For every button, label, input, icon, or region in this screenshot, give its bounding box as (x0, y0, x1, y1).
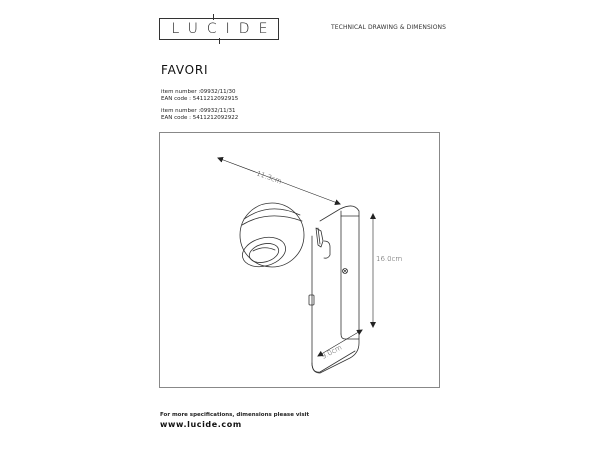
item-number-value: 09932/11/30 (200, 89, 236, 95)
ean-row: EAN code : 5411212092922 (161, 115, 238, 122)
item-number-row: item number :09932/11/30 (161, 89, 238, 96)
lucide-logo: LUCIDE (159, 18, 279, 40)
brand-name: LUCIDE (171, 21, 277, 37)
technical-drawing-frame: 11.3cm 16.0cm 9.0cm (159, 132, 440, 388)
item-number-row: item number :09932/11/31 (161, 108, 238, 115)
product-name: FAVORI (161, 63, 209, 77)
item-number-value: 09932/11/31 (200, 108, 236, 114)
ean-label: EAN code : (161, 115, 193, 121)
width-dimension-label: 11.3cm (255, 169, 283, 186)
ean-row: EAN code : 5411212092915 (161, 96, 238, 103)
ean-value: 5411212092915 (192, 96, 239, 102)
height-dimension-label: 16.0cm (376, 255, 402, 263)
lamp-technical-drawing: 11.3cm 16.0cm 9.0cm (217, 156, 402, 374)
depth-dimension-label: 9.0cm (320, 343, 343, 360)
width-arrow-right (299, 188, 341, 206)
variant-info-1: item number :09932/11/30 EAN code : 5411… (161, 89, 238, 103)
website-link[interactable]: www.lucide.com (160, 420, 242, 429)
footer-note: For more specifications, dimensions plea… (160, 412, 310, 418)
document-title: TECHNICAL DRAWING & DIMENSIONS (331, 24, 447, 31)
width-arrow-left (217, 156, 259, 174)
ean-value: 5411212092922 (192, 115, 239, 121)
item-number-label: item number : (161, 89, 201, 95)
item-number-label: item number : (161, 108, 201, 114)
variant-info-2: item number :09932/11/31 EAN code : 5411… (161, 108, 238, 122)
ean-label: EAN code : (161, 96, 193, 102)
logo-notch-bottom (219, 38, 220, 44)
logo-notch-top (213, 14, 214, 20)
